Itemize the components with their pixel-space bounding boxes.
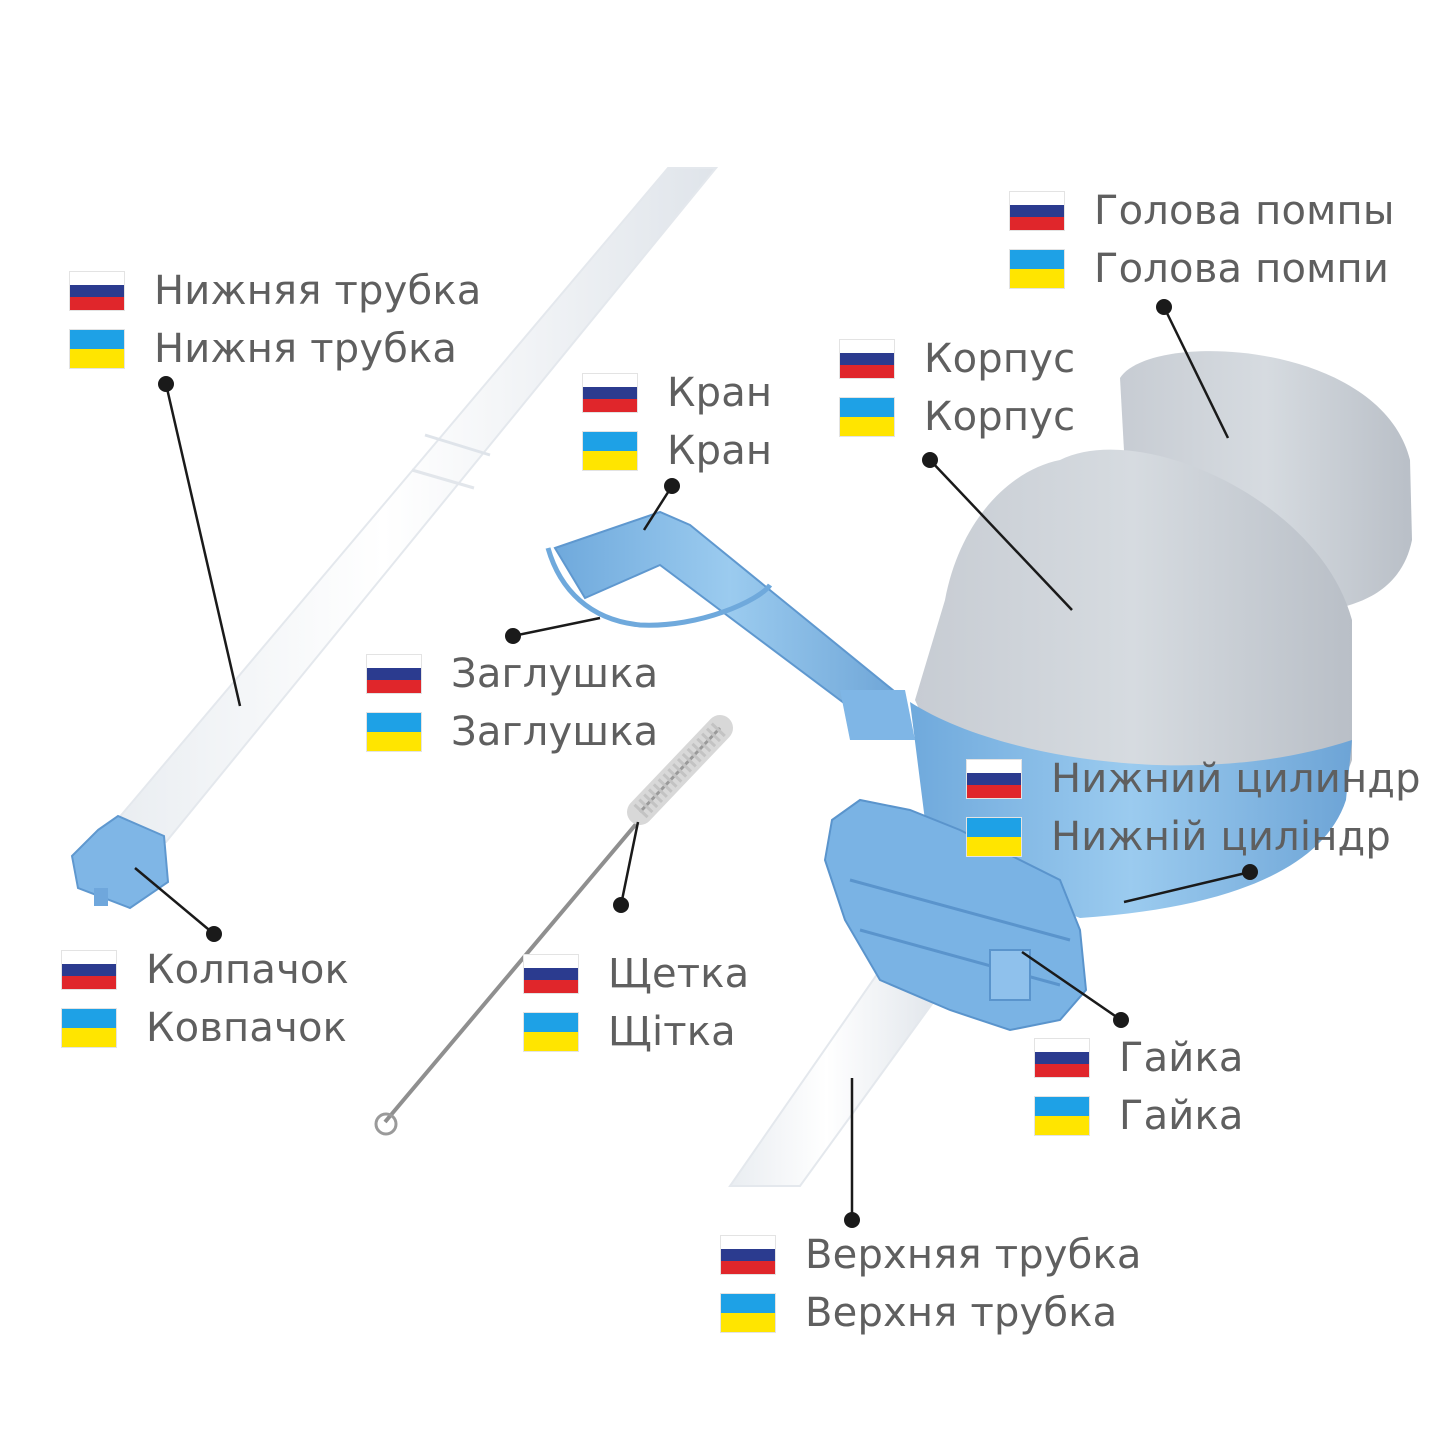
body-leader bbox=[929, 459, 1073, 611]
ru-flag-icon bbox=[840, 340, 894, 379]
label-ru: Нижний цилиндр bbox=[1051, 756, 1421, 802]
upper-tube-dot bbox=[844, 1212, 860, 1228]
pump-head-leader bbox=[1162, 306, 1230, 439]
tap-shape bbox=[545, 510, 915, 740]
label-ua: Нижній циліндр bbox=[1051, 814, 1391, 860]
label-ua: Щітка bbox=[608, 1009, 736, 1055]
label-ru: Корпус bbox=[924, 336, 1076, 382]
cap-leader bbox=[134, 867, 215, 935]
cap-shape bbox=[70, 814, 170, 910]
ru-flag-icon bbox=[367, 655, 421, 694]
ua-flag-icon bbox=[583, 432, 637, 470]
callout-tap: Кран Кран bbox=[583, 364, 772, 480]
callout-pump-head: Голова помпы Голова помпи bbox=[1010, 182, 1395, 298]
ru-flag-icon bbox=[524, 955, 578, 994]
ua-flag-icon bbox=[1035, 1097, 1089, 1135]
lower-tube-dot bbox=[158, 376, 174, 392]
brush-leader bbox=[619, 821, 640, 906]
callout-upper-tube: Верхняя трубка Верхня трубка bbox=[721, 1226, 1142, 1342]
ua-flag-icon bbox=[62, 1009, 116, 1047]
label-ru: Колпачок bbox=[146, 947, 349, 993]
ru-flag-icon bbox=[1035, 1039, 1089, 1078]
plug-leader bbox=[512, 616, 601, 638]
ru-flag-icon bbox=[583, 374, 637, 413]
callout-cap: Колпачок Ковпачок bbox=[62, 941, 349, 1057]
label-ua: Кран bbox=[667, 428, 773, 474]
ua-flag-icon bbox=[524, 1013, 578, 1051]
ua-flag-icon bbox=[721, 1294, 775, 1332]
callout-brush: Щетка Щітка bbox=[524, 945, 749, 1061]
label-ru: Гайка bbox=[1119, 1035, 1244, 1081]
brush-shape bbox=[374, 715, 733, 1136]
label-ua: Нижня трубка bbox=[154, 326, 458, 372]
label-ru: Голова помпы bbox=[1094, 188, 1395, 234]
ru-flag-icon bbox=[70, 272, 124, 311]
label-ru: Заглушка bbox=[451, 651, 659, 697]
lower-cylinder-leader bbox=[1123, 870, 1251, 904]
ru-flag-icon bbox=[62, 951, 116, 990]
label-ru: Кран bbox=[667, 370, 773, 416]
nut-shape bbox=[823, 798, 1088, 1032]
label-ru: Нижняя трубка bbox=[154, 268, 482, 314]
callout-plug: Заглушка Заглушка bbox=[367, 645, 658, 761]
label-ru: Щетка bbox=[608, 951, 750, 997]
upper-tube-shape bbox=[728, 968, 947, 1187]
callout-body: Корпус Корпус bbox=[840, 330, 1075, 446]
label-ua: Ковпачок bbox=[146, 1005, 347, 1051]
label-ua: Голова помпи bbox=[1094, 246, 1390, 292]
label-ua: Корпус bbox=[924, 394, 1076, 440]
callout-lower-tube: Нижняя трубка Нижня трубка bbox=[70, 262, 481, 378]
ru-flag-icon bbox=[721, 1236, 775, 1275]
nut-leader bbox=[1021, 950, 1122, 1022]
lower-tube-leader bbox=[164, 383, 242, 707]
callout-lower-cylinder: Нижний цилиндр Нижній циліндр bbox=[967, 750, 1421, 866]
body-dot bbox=[922, 452, 938, 468]
ua-flag-icon bbox=[840, 398, 894, 436]
cap-dot bbox=[206, 926, 222, 942]
label-ru: Верхняя трубка bbox=[805, 1232, 1142, 1278]
tap-dot bbox=[664, 478, 680, 494]
lower-tube-shape bbox=[110, 167, 719, 844]
lower-cylinder-dot bbox=[1242, 864, 1258, 880]
ua-flag-icon bbox=[967, 818, 1021, 856]
leader-dots bbox=[158, 299, 1258, 1228]
label-ua: Заглушка bbox=[451, 709, 659, 755]
plug-dot bbox=[505, 628, 521, 644]
ua-flag-icon bbox=[1010, 250, 1064, 288]
tap-leader bbox=[642, 485, 674, 531]
label-ua: Верхня трубка bbox=[805, 1290, 1118, 1336]
label-ua: Гайка bbox=[1119, 1093, 1244, 1139]
pump-head-dot bbox=[1156, 299, 1172, 315]
ua-flag-icon bbox=[367, 713, 421, 751]
ru-flag-icon bbox=[967, 760, 1021, 799]
ua-flag-icon bbox=[70, 330, 124, 368]
brush-dot bbox=[613, 897, 629, 913]
callout-nut: Гайка Гайка bbox=[1035, 1029, 1244, 1145]
ru-flag-icon bbox=[1010, 192, 1064, 231]
leader-lines bbox=[134, 306, 1251, 1220]
nut-dot bbox=[1113, 1012, 1129, 1028]
